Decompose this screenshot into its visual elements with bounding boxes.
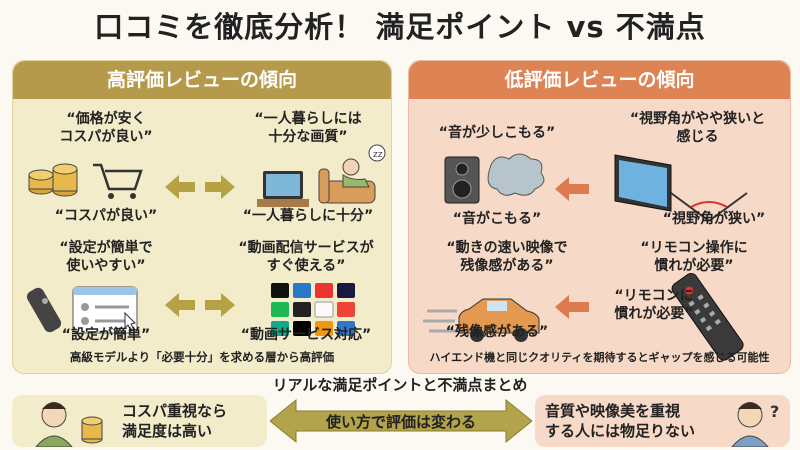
person-coins-icon xyxy=(35,402,103,447)
worried-person-icon: ? xyxy=(731,402,779,447)
fast-car-icon xyxy=(423,298,540,342)
negative-caption-motion: “残像感がある” xyxy=(445,324,549,340)
positive-caption-setup: “設定が簡単” xyxy=(61,327,151,343)
remote-control-icon xyxy=(671,272,744,361)
tv-viewing-angle-icon xyxy=(614,154,748,222)
tv-sofa-icon: zz xyxy=(257,144,386,207)
positive-quote-streaming: “動画配信サービスが すぐ使える” xyxy=(238,240,374,274)
negative-caption-sound: “音がこもる” xyxy=(452,211,542,227)
negative-caption-angle: “視野角が狭い” xyxy=(662,211,766,227)
summary-positive-text: コスパ重視なら 満足度は高い xyxy=(122,402,228,440)
svg-text:?: ? xyxy=(770,402,779,421)
summary-title: リアルな満足ポイントと不満点まとめ xyxy=(272,376,528,394)
remote-settings-icon xyxy=(26,286,138,334)
positive-caption-quality: “一人暮らしに十分” xyxy=(242,208,374,224)
summary-negative-text: 音質や映像美を重視 する人には物足りない xyxy=(545,402,696,440)
page-title: 口コミを徹底分析！ 満足ポイント vs 不満点 xyxy=(94,10,706,44)
negative-panel-header: 低評価レビューの傾向 xyxy=(409,61,790,99)
negative-review-panel: 低評価レビューの傾向 xyxy=(408,60,791,374)
negative-quote-remote: “リモコン操作に 慣れが必要” xyxy=(640,240,748,274)
positive-arrows xyxy=(165,175,235,317)
positive-panel-header: 高評価レビューの傾向 xyxy=(13,61,391,99)
summary-center-arrow xyxy=(270,398,532,444)
negative-panel-footer: ハイエンド機と同じクオリティを期待するとギャップを感じる可能性 xyxy=(429,351,770,364)
positive-quote-setup: “設定が簡単で 使いやすい” xyxy=(59,240,153,274)
summary-positive-box: コスパ重視なら 満足度は高い xyxy=(12,395,267,447)
negative-quote-angle: “視野角がやや狭いと 感じる xyxy=(629,111,766,145)
negative-quote-sound: “音が少しこもる” xyxy=(438,125,556,141)
summary-center-text: 使い方で評価は変わる xyxy=(325,413,476,431)
negative-caption-remote: “リモコンに 慣れが必要” xyxy=(614,288,694,322)
speaker-cloud-icon xyxy=(444,153,545,204)
positive-panel-illustrations: zz xyxy=(26,144,386,336)
negative-quote-motion: “動きの速い映像で 残像感がある” xyxy=(446,240,568,274)
summary-negative-box: 音質や映像美を重視 する人には物足りない ? xyxy=(535,395,790,447)
negative-panel-illustrations xyxy=(423,153,748,361)
positive-panel-footer: 高級モデルより「必要十分」を求める層から高評価 xyxy=(69,350,335,364)
positive-quote-quality: “一人暮らしには 十分な画質” xyxy=(254,111,362,145)
positive-caption-price: “コスパが良い” xyxy=(54,208,158,224)
coins-cart-icon xyxy=(28,163,143,199)
positive-review-panel: 高評価レビューの傾向 zz xyxy=(12,60,392,374)
positive-quote-price: “価格が安く コスパが良い” xyxy=(59,111,153,145)
streaming-app-icons xyxy=(271,283,355,336)
negative-arrows xyxy=(555,177,589,319)
positive-caption-streaming: “動画サービス対応” xyxy=(240,327,372,343)
svg-text:zz: zz xyxy=(373,150,383,160)
